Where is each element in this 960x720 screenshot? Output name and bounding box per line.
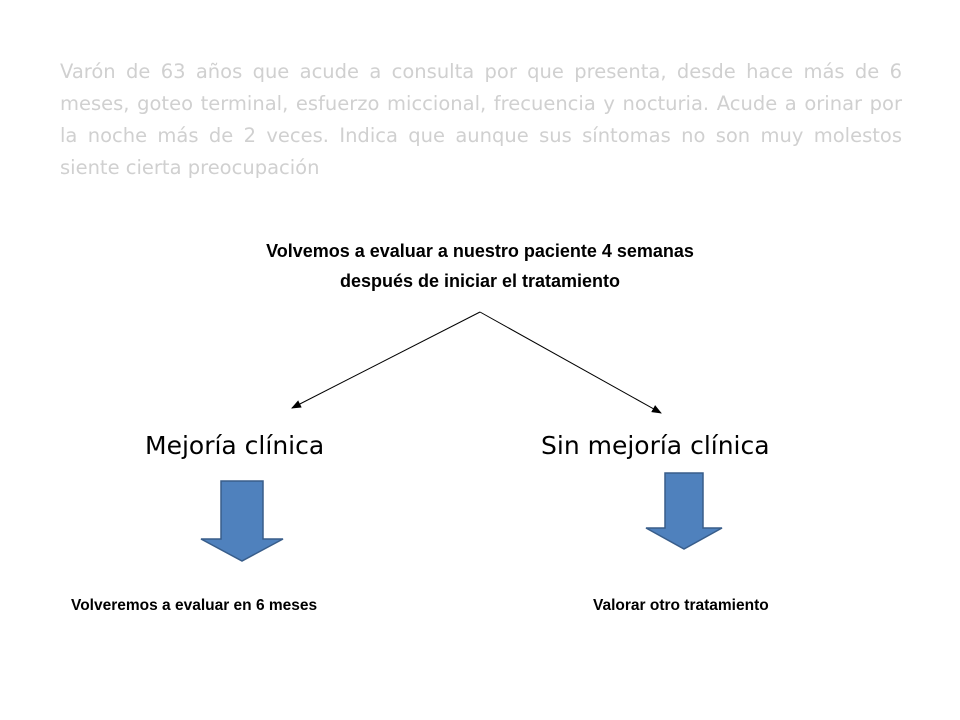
evaluation-question-line-1: Volvemos a evaluar a nuestro paciente 4 … xyxy=(266,241,694,261)
connector-left xyxy=(291,311,481,409)
evaluation-question: Volvemos a evaluar a nuestro paciente 4 … xyxy=(160,236,800,296)
outcome-reevaluate: Volveremos a evaluar en 6 meses xyxy=(71,597,318,614)
case-description: Varón de 63 años que acude a consulta po… xyxy=(60,60,902,179)
down-arrow-right xyxy=(645,472,723,550)
branch-label-improvement: Mejoría clínica xyxy=(145,431,325,460)
branch-label-no-improvement: Sin mejoría clínica xyxy=(541,431,770,460)
evaluation-question-line-2: después de iniciar el tratamiento xyxy=(339,271,621,291)
connector-right xyxy=(479,311,662,414)
down-arrow-left xyxy=(200,480,284,562)
outcome-other-treatment: Valorar otro tratamiento xyxy=(593,597,769,614)
